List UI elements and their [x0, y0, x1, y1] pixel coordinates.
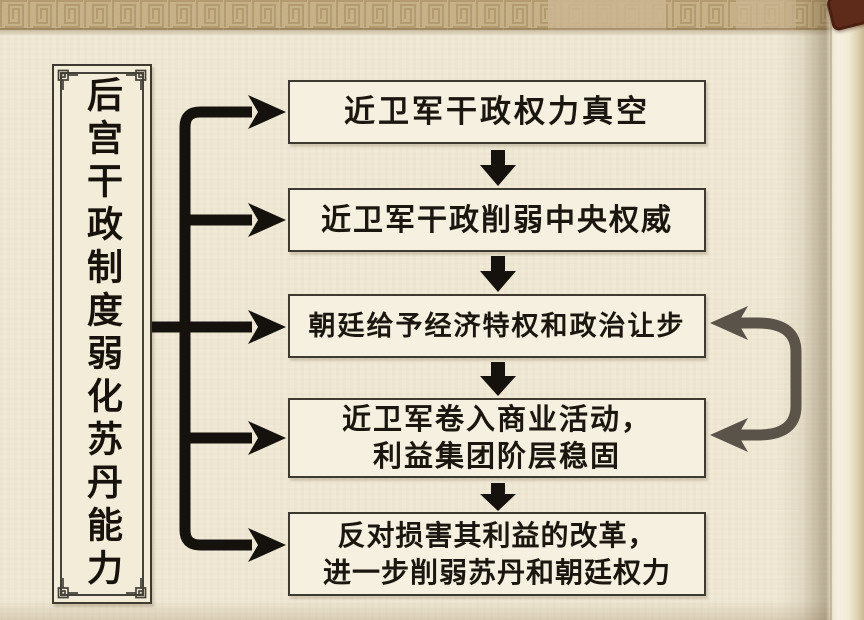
- left-arrowhead-icon: [710, 418, 748, 452]
- title-inner-frame: [57, 69, 147, 599]
- right-arrowhead-icon: [248, 203, 286, 237]
- feedback-loop-line: [726, 317, 802, 441]
- right-arrowhead-icon: [248, 95, 286, 129]
- flow-box-commercial-interests: 近卫军卷入商业活动， 利益集团阶层稳固: [288, 398, 706, 478]
- down-arrow-icon: [480, 150, 516, 186]
- right-arrowhead-icon: [248, 310, 286, 344]
- sequence-arrows: [480, 150, 516, 511]
- flow-box-power-vacuum: 近卫军干政权力真空: [288, 80, 706, 144]
- right-arrowhead-icon: [248, 421, 286, 455]
- down-arrow-icon: [480, 483, 516, 511]
- flow-box-text: 进一步削弱苏丹和朝廷权力: [322, 556, 671, 589]
- flow-box-text: 利益集团阶层稳固: [372, 439, 621, 473]
- feedback-loop-arrow: [710, 306, 802, 452]
- flow-box-text: 朝廷给予经济特权和政治让步: [308, 310, 686, 342]
- flow-box-text: 反对损害其利益的改革，: [337, 519, 657, 552]
- title-panel: 后宫干政制度弱化苏丹能力: [52, 64, 152, 604]
- corner-knot-icon: [126, 578, 147, 599]
- right-arrowhead-icon: [248, 528, 286, 562]
- flow-box-text: 近卫军干政削弱中央权威: [321, 202, 673, 238]
- border-shadow: [0, 28, 864, 36]
- flow-box-text: 近卫军卷入商业活动，: [341, 402, 652, 436]
- down-arrow-icon: [480, 362, 516, 396]
- branch-arrowheads: [248, 95, 286, 562]
- flow-box-court-concessions: 朝廷给予经济特权和政治让步: [288, 294, 706, 358]
- flow-box-text: 近卫军干政权力真空: [344, 93, 650, 130]
- corner-knot-icon: [126, 69, 147, 90]
- down-arrow-icon: [480, 256, 516, 292]
- flow-box-oppose-reform: 反对损害其利益的改革， 进一步削弱苏丹和朝廷权力: [288, 512, 706, 596]
- diagram-title: 后宫干政制度弱化苏丹能力: [81, 76, 123, 592]
- corner-knot-icon: [57, 578, 78, 599]
- left-arrowhead-icon: [710, 306, 748, 340]
- corner-knot-icon: [57, 69, 78, 90]
- flow-box-weaken-central-authority: 近卫军干政削弱中央权威: [288, 188, 706, 252]
- branch-connector: [152, 106, 252, 551]
